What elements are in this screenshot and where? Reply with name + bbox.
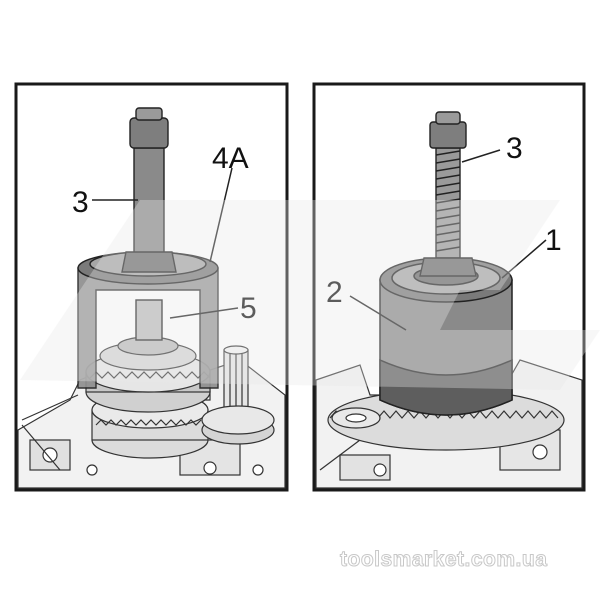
right-callout-1: 1 (545, 224, 562, 257)
right-callout-2: 2 (326, 276, 343, 309)
left-callout-3: 3 (72, 186, 89, 219)
right-leaders (349, 149, 547, 331)
left-callout-4a: 4A (212, 142, 249, 175)
right-bolt (419, 111, 477, 277)
right-gear (327, 389, 565, 451)
right-callout-3: 3 (506, 132, 523, 165)
left-bolt (121, 107, 177, 341)
left-panel (14, 82, 289, 492)
left-splined-shaft (201, 345, 275, 445)
left-puller-sleeve (77, 251, 219, 389)
jtc-watermark-logo (20, 200, 600, 390)
watermark-url: toolsmarket.com.ua (340, 548, 547, 571)
right-panel (312, 82, 586, 492)
left-callout-5: 5 (240, 292, 257, 325)
left-gear-stack (85, 336, 211, 459)
left-leaders (92, 167, 239, 319)
